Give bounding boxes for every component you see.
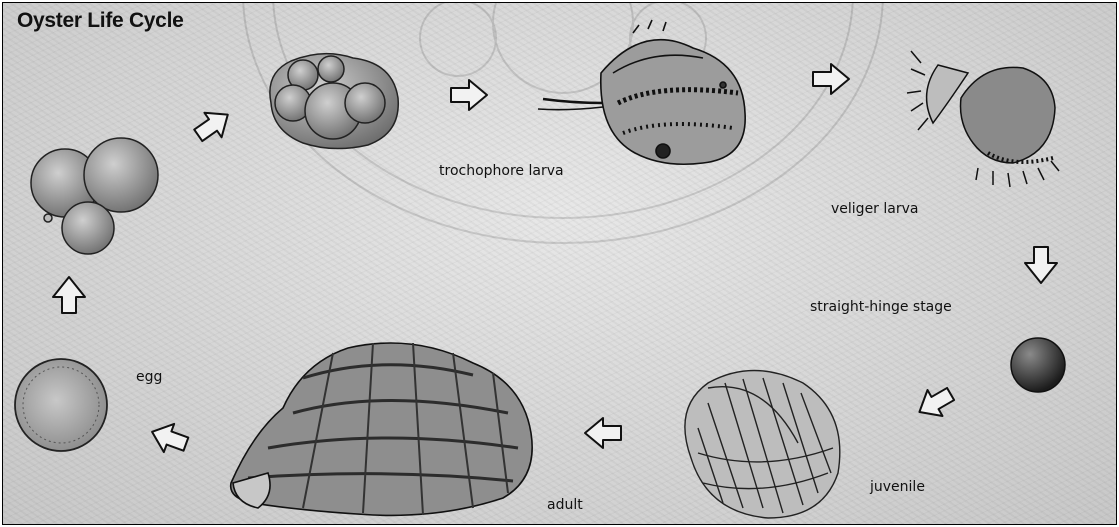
egg-icon: [15, 359, 107, 451]
life-cycle-art: [3, 3, 1116, 524]
arrow-right-icon: [451, 80, 487, 110]
straight-hinge-ball-icon: [1011, 338, 1065, 392]
arrow-up-icon: [53, 277, 85, 313]
adult-oyster-icon: [231, 343, 532, 515]
arrow-left-icon: [147, 418, 191, 459]
arrow-right-icon: [813, 64, 849, 94]
arrow-down-left-icon: [912, 381, 958, 425]
arrow-up-right-icon: [190, 102, 237, 147]
label-veliger-larva: veliger larva: [831, 201, 918, 217]
diagram-title: Oyster Life Cycle: [17, 9, 183, 33]
juvenile-shell-icon: [685, 371, 840, 519]
label-straight-hinge-stage: straight-hinge stage: [810, 299, 952, 315]
egg-cluster-icon: [31, 138, 158, 254]
veliger-larva-icon: [907, 51, 1059, 187]
arrow-left-icon: [585, 418, 621, 448]
label-adult: adult: [547, 497, 583, 513]
arrow-down-icon: [1025, 247, 1057, 283]
cleavage-cells-icon: [270, 54, 398, 149]
label-juvenile: juvenile: [870, 479, 925, 495]
label-trochophore-larva: trochophore larva: [439, 163, 564, 179]
label-egg: egg: [136, 369, 162, 385]
